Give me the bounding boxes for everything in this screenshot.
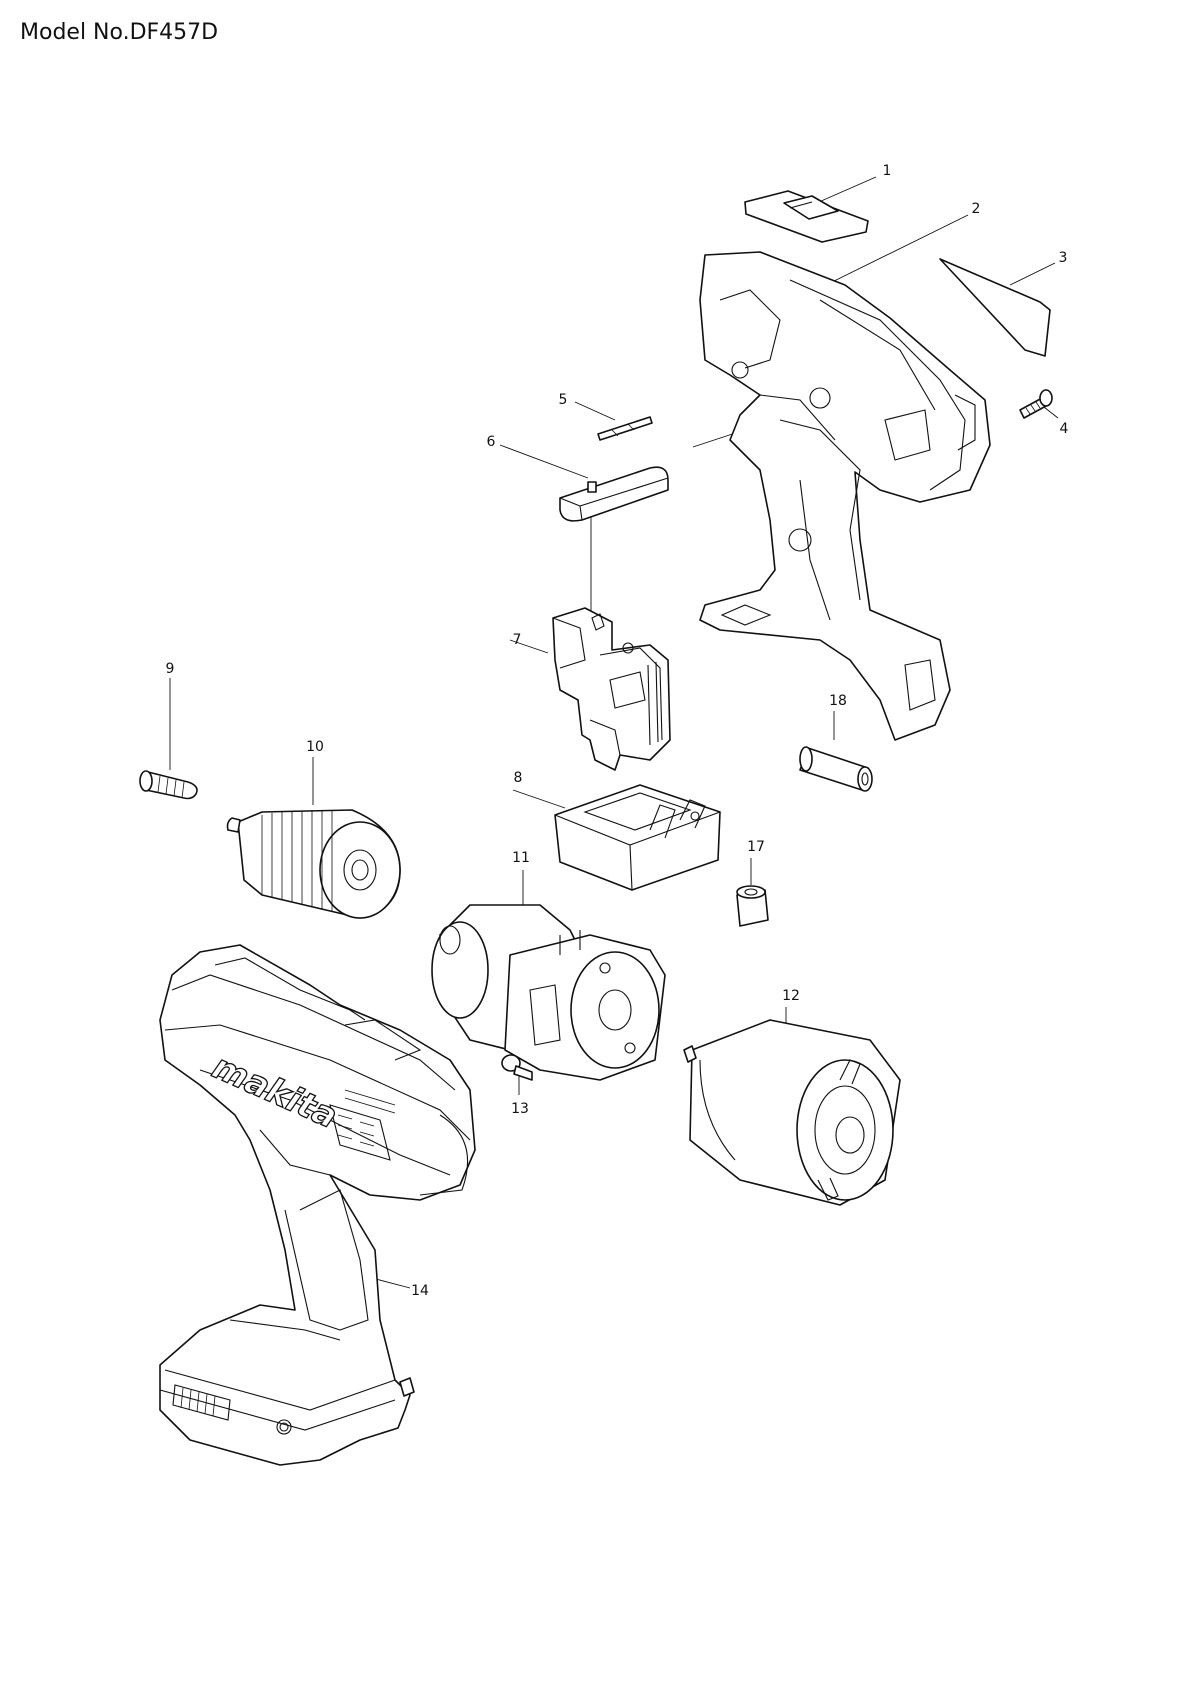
- callout-11: 11: [512, 850, 530, 866]
- model-number-title: Model No.DF457D: [20, 20, 219, 45]
- part-number-labels: 1 2 3 4 5 6 7 8 9 10 11 12 13 14 17 18: [166, 163, 1069, 1299]
- callout-2: 2: [972, 201, 981, 217]
- change-lever-part: [559, 466, 669, 522]
- callout-8: 8: [514, 770, 523, 786]
- keyless-drill-chuck-part: [226, 809, 401, 919]
- callout-13: 13: [511, 1101, 529, 1117]
- callout-3: 3: [1059, 250, 1068, 266]
- left-hand-screw-part: [139, 770, 198, 800]
- callout-18: 18: [829, 693, 847, 709]
- callout-1: 1: [883, 163, 892, 179]
- callout-7: 7: [513, 632, 522, 648]
- callout-12: 12: [782, 988, 800, 1004]
- screw-13-part: [501, 1054, 533, 1081]
- sleeve-part: [736, 885, 769, 927]
- tapping-screw-part: [1019, 389, 1053, 419]
- switch-part: [552, 607, 671, 771]
- callout-4: 4: [1060, 421, 1069, 437]
- callout-9: 9: [166, 661, 175, 677]
- switch-lever-part: [744, 190, 869, 243]
- callout-5: 5: [559, 392, 568, 408]
- callout-14: 14: [411, 1283, 429, 1299]
- callout-6: 6: [487, 434, 496, 450]
- housing-set-part: [699, 251, 991, 741]
- terminal-part: [554, 784, 721, 891]
- name-plate-part: [939, 258, 1051, 357]
- gear-assembly-part: [431, 904, 666, 1081]
- cushion-part: [799, 746, 873, 792]
- compression-spring-part: [597, 416, 653, 441]
- dc-motor-part: [683, 1019, 901, 1206]
- housing-part: makita: [159, 944, 476, 1466]
- callout-10: 10: [306, 739, 324, 755]
- callout-17: 17: [747, 839, 765, 855]
